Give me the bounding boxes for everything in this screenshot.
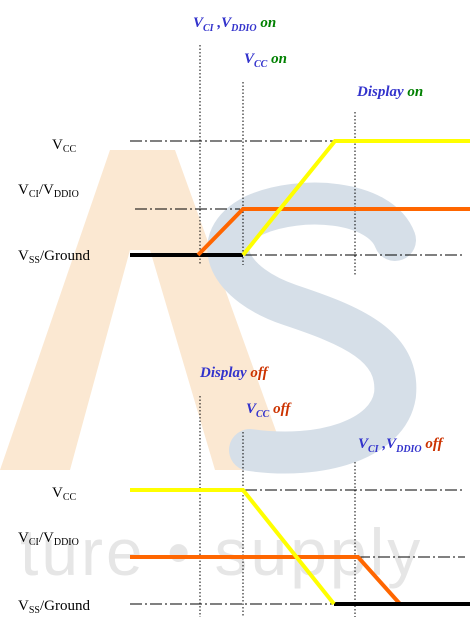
watermark-letter-s: [207, 182, 417, 474]
display-on-annotation: Display on: [356, 84, 423, 100]
watermark: ture • supply: [0, 150, 423, 589]
timing-markers: [199, 45, 356, 275]
timing-markers: [199, 396, 356, 617]
watermark-letter-a: [0, 150, 290, 470]
vci-vddio-signal: [196, 207, 470, 257]
watermark-text: ture • supply: [20, 515, 423, 589]
vcc-on-annotation: VCC on: [244, 51, 287, 70]
power-on-sequence: VCI ,VDDIO on VCC on Display on VCC VCI/…: [18, 15, 470, 275]
vcc-label: VCC: [52, 485, 77, 503]
vci-vddio-on-annotation: VCI ,VDDIO on: [193, 15, 276, 34]
vci-vddio-off-annotation: VCI ,VDDIO off: [358, 436, 445, 455]
vss-ground-label: VSS/Ground: [18, 598, 90, 616]
vci-vddio-label: VCI/VDDIO: [18, 530, 79, 548]
reference-lines: [130, 140, 465, 256]
power-off-sequence: Display off VCC off VCI ,VDDIO off VCC V…: [18, 365, 470, 617]
vci-vddio-signal: [130, 555, 402, 606]
vcc-signal: [241, 139, 470, 257]
vcc-signal: [130, 488, 336, 606]
vcc-label: VCC: [52, 137, 77, 155]
vcc-off-annotation: VCC off: [246, 401, 292, 420]
vss-ground-label: VSS/Ground: [18, 248, 90, 266]
vci-vddio-label: VCI/VDDIO: [18, 182, 79, 200]
display-off-annotation: Display off: [199, 365, 270, 381]
